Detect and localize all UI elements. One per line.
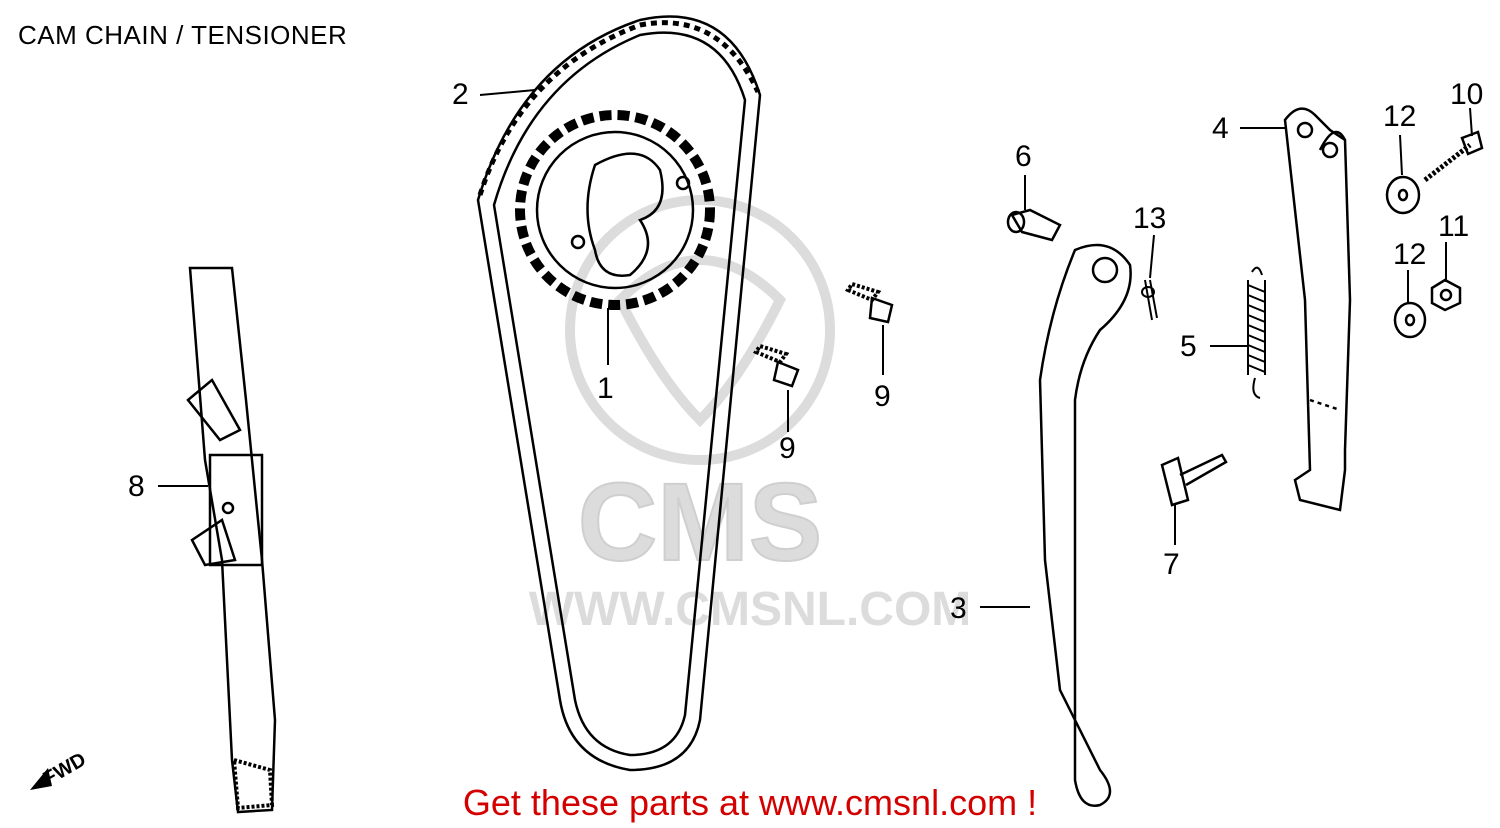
callout-4: 4 xyxy=(1212,112,1229,145)
callout-11: 11 xyxy=(1438,210,1470,243)
tensioner-arm xyxy=(1038,243,1132,807)
callout-3: 3 xyxy=(950,592,967,625)
callout-9-lower: 9 xyxy=(779,432,796,465)
callout-12-lower: 12 xyxy=(1393,238,1427,271)
footer-link[interactable]: Get these parts at www.cmsnl.com ! xyxy=(462,782,1038,823)
callout-2: 2 xyxy=(452,78,469,111)
adjuster-bolt xyxy=(1160,453,1228,507)
chain-guide xyxy=(186,266,277,814)
tensioner-bracket xyxy=(1283,107,1352,512)
bolt-10 xyxy=(1423,130,1484,182)
callout-9-upper: 9 xyxy=(874,380,891,413)
bolt-9-lower xyxy=(752,343,800,388)
callout-12-upper: 12 xyxy=(1383,100,1417,133)
callout-8: 8 xyxy=(128,470,145,503)
tensioner-spring xyxy=(1247,266,1266,399)
nut-11 xyxy=(1430,278,1462,312)
cam-chain xyxy=(476,15,762,772)
callout-10: 10 xyxy=(1450,78,1484,111)
pivot-pin xyxy=(1006,208,1062,242)
washer-12-upper xyxy=(1385,175,1421,215)
bolt-9-upper xyxy=(844,281,894,324)
callout-1: 1 xyxy=(597,372,614,405)
cam-sprocket xyxy=(515,110,715,310)
watermark-url: WWW.CMSNL.COM xyxy=(529,583,972,636)
diagram-title: CAM CHAIN / TENSIONER xyxy=(18,20,348,50)
callout-5: 5 xyxy=(1180,330,1197,363)
cotter-pin-13 xyxy=(1141,279,1158,321)
callout-6: 6 xyxy=(1015,140,1032,173)
washer-12-lower xyxy=(1393,301,1427,339)
leader-lines xyxy=(158,89,1473,608)
callout-13: 13 xyxy=(1133,202,1167,235)
callout-7: 7 xyxy=(1163,548,1180,581)
